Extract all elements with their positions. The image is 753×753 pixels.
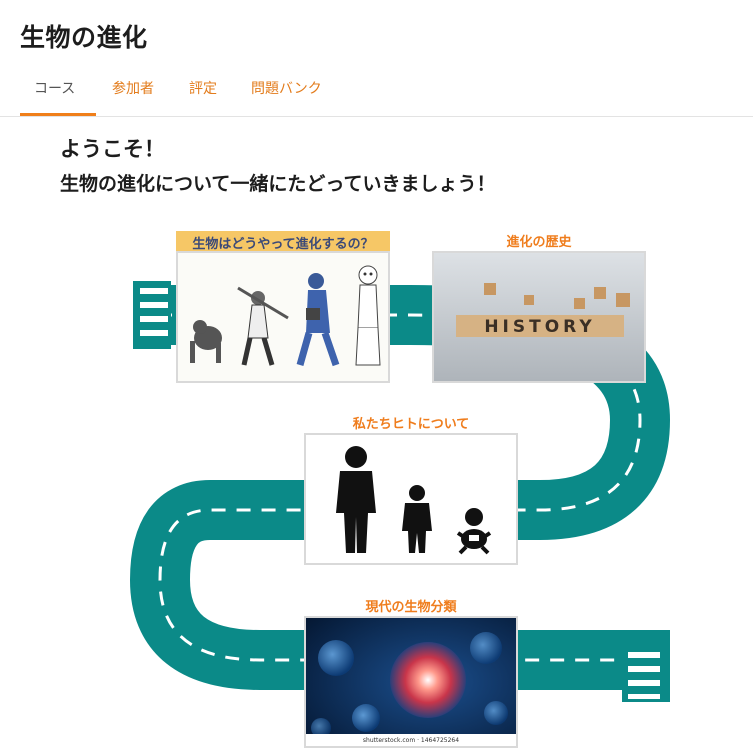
card-history[interactable]: HISTORY (432, 251, 646, 383)
tab-grades[interactable]: 評定 (189, 81, 217, 97)
history-text: HISTORY (484, 317, 595, 337)
tab-participants[interactable]: 参加者 (112, 81, 154, 97)
card-classification[interactable]: shutterstock.com · 1464725264 (304, 616, 518, 748)
welcome-subtitle: 生物の進化について一緒にたどっていきましょう！ (60, 173, 496, 195)
card-humans[interactable] (304, 433, 518, 565)
history-blocks-image: HISTORY (434, 253, 644, 381)
start-line-icon (133, 281, 171, 349)
welcome-heading: ようこそ！ (60, 137, 165, 161)
card-title-how-evolve[interactable]: 生物はどうやって進化するの？ (176, 231, 390, 254)
card-title-history[interactable]: 進化の歴史 (506, 235, 572, 250)
tab-question-bank[interactable]: 問題バンク (251, 81, 322, 97)
card-title-humans[interactable]: 私たちヒトについて (352, 417, 470, 432)
active-tab-indicator (20, 113, 96, 116)
image-caption: shutterstock.com · 1464725264 (362, 737, 460, 744)
tab-course[interactable]: コース (34, 81, 76, 97)
cells-image (306, 618, 516, 746)
finish-line-icon (622, 644, 670, 702)
human-family-image (306, 435, 516, 563)
course-tabs: コース 参加者 評定 問題バンク (0, 70, 753, 117)
card-title-classification[interactable]: 現代の生物分類 (365, 600, 457, 615)
evolution-of-man-image (178, 253, 388, 381)
page-title: 生物の進化 (20, 23, 148, 52)
card-how-evolve[interactable] (176, 251, 390, 383)
